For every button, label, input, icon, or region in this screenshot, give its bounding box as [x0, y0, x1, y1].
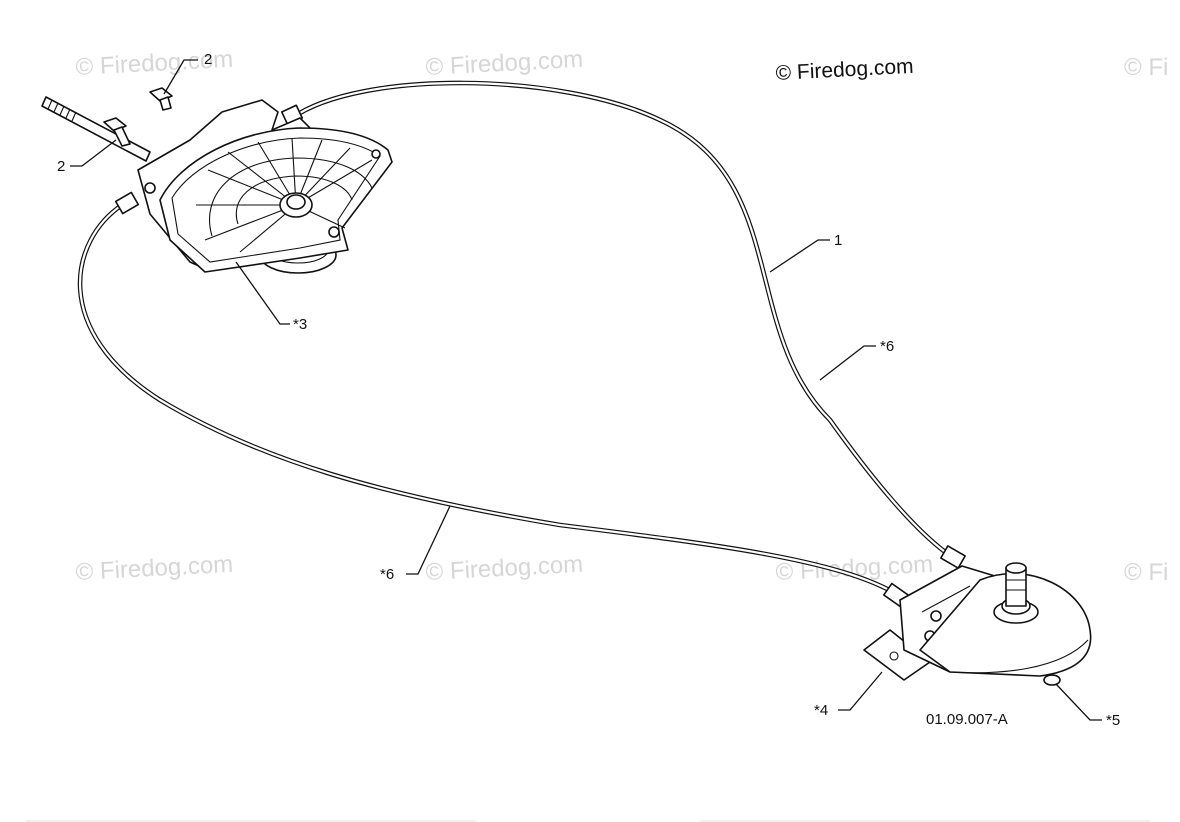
watermark: © Firedog.com	[775, 55, 914, 85]
callout-label: *6	[380, 566, 394, 583]
watermark: © Firedog.com	[425, 46, 584, 81]
callout-label: *3	[293, 316, 307, 333]
callout-labels: 2 2 1 *6 *6 *3 *4 *5	[57, 51, 1120, 729]
watermark: © Firedog.com	[775, 551, 934, 586]
gear-assembly	[137, 99, 393, 274]
callout-label: 2	[204, 51, 212, 68]
drive-shaft	[41, 96, 151, 162]
cable-sheath	[77, 202, 901, 598]
watermark-layer: © Firedog.com © Firedog.com © Firedog.co…	[75, 46, 1168, 586]
control-cable	[289, 80, 955, 560]
callout-label: *5	[1106, 712, 1120, 729]
leader-lines	[70, 59, 1102, 721]
watermark: © Fi	[1124, 54, 1168, 81]
bolt-icon	[149, 87, 173, 111]
watermark: © Firedog.com	[75, 551, 234, 586]
callout-label: 2	[57, 158, 65, 175]
watermark: © Fi	[1124, 559, 1168, 586]
callout-label: *4	[814, 702, 828, 719]
callout-label: 1	[834, 232, 842, 249]
callout-label: *6	[880, 338, 894, 355]
bolt-icon	[103, 117, 131, 147]
diagram-code: 01.09.007-A	[926, 711, 1008, 728]
watermark: © Firedog.com	[425, 551, 584, 586]
spindle-housing	[919, 562, 1092, 686]
